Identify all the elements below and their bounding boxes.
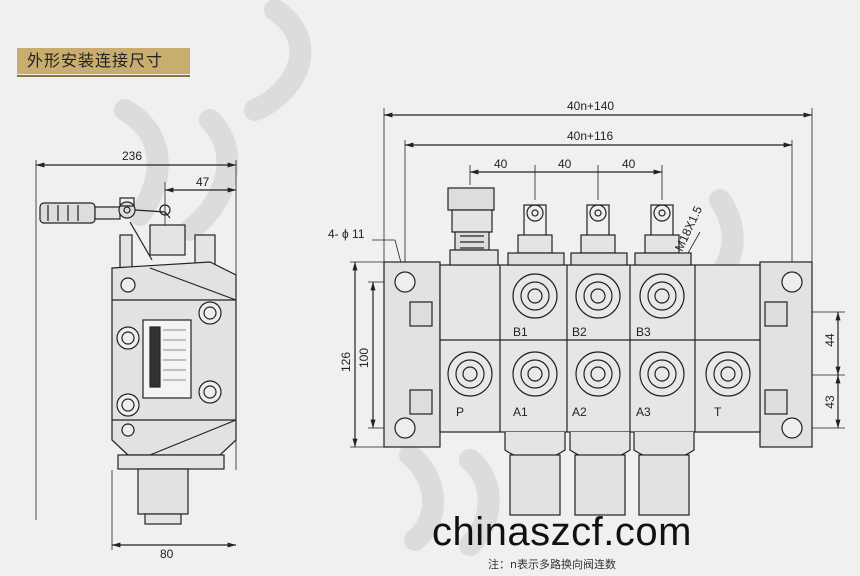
watermark-logo (114, 0, 744, 556)
port-label-b3: B3 (636, 325, 651, 339)
front-view (350, 108, 845, 516)
pitch-label-1: 40 (494, 157, 508, 171)
pitch-label-3: 40 (622, 157, 636, 171)
side-base-label: 80 (160, 547, 174, 561)
watermark-text: chinaszcf.com (432, 510, 692, 554)
port-label-b1: B1 (513, 325, 528, 339)
pitch-label-2: 40 (558, 157, 572, 171)
side-offset-label: 47 (196, 175, 210, 189)
port-label-b2: B2 (572, 325, 587, 339)
port-label-p: P (456, 405, 464, 419)
side-width-label: 236 (122, 149, 142, 163)
inner-width-label: 40n+116 (567, 129, 613, 143)
total-width-label: 40n+140 (567, 99, 614, 113)
height-outer-label: 126 (339, 352, 353, 372)
port-label-a2: A2 (572, 405, 587, 419)
footnote: 注：n表示多路换向阀连数 (488, 558, 616, 571)
right-upper-label: 44 (823, 333, 837, 347)
right-lower-label: 43 (823, 395, 837, 409)
port-label-a3: A3 (636, 405, 651, 419)
section-title: 外形安装连接尺寸 (17, 48, 190, 77)
side-view (35, 160, 237, 550)
hole-label: 4- ϕ 11 (328, 227, 365, 241)
port-label-t: T (714, 405, 722, 419)
height-inner-label: 100 (357, 348, 371, 368)
thread-label: M18X1.5 (672, 204, 705, 254)
port-label-a1: A1 (513, 405, 528, 419)
